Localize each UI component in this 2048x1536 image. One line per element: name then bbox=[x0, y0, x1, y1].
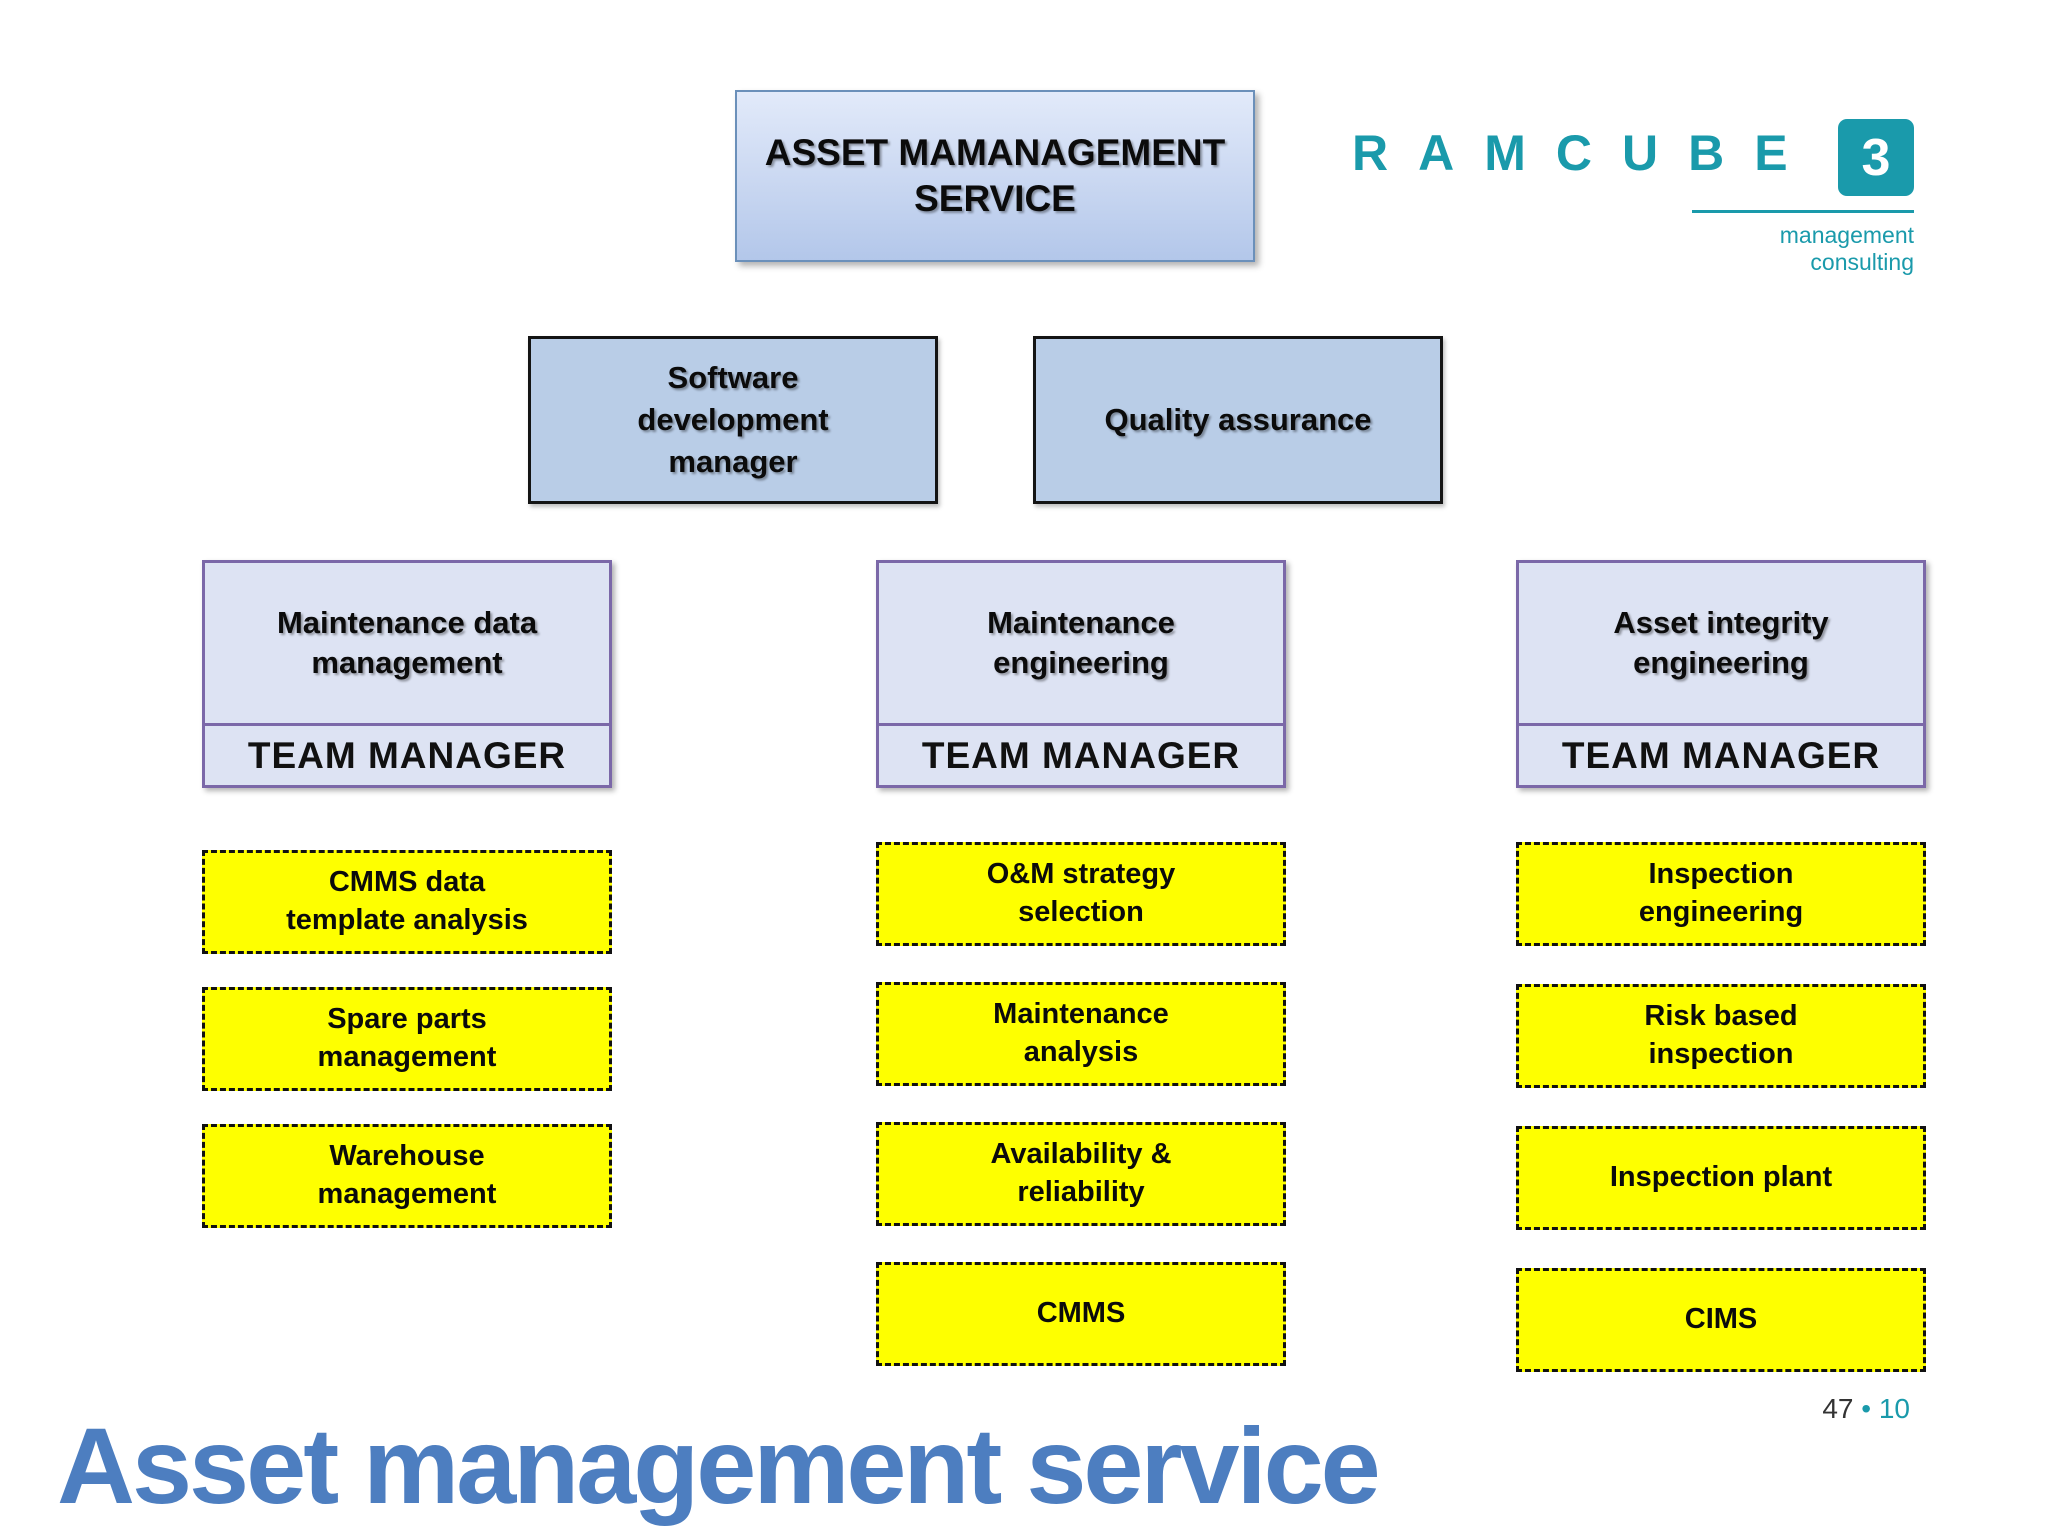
task-box: Maintenance analysis bbox=[876, 982, 1286, 1086]
ramcube-cube-icon: 3 bbox=[1838, 119, 1914, 196]
root-box-label: ASSET MAMANAGEMENT SERVICE bbox=[764, 131, 1226, 219]
task-column-maintenance-engineering: O&M strategy selection Maintenance analy… bbox=[876, 842, 1286, 1366]
page-number-right: 10 bbox=[1878, 1393, 1910, 1424]
page-number: 47 • 10 bbox=[1770, 1393, 1910, 1425]
team-title: Maintenance data management bbox=[276, 604, 538, 680]
root-box-asset-management-service: ASSET MAMANAGEMENT SERVICE bbox=[735, 90, 1255, 262]
task-box: CIMS bbox=[1516, 1268, 1926, 1372]
ramcube-wordmark: RAMCUBE bbox=[1352, 125, 1818, 181]
page-number-separator: • bbox=[1861, 1393, 1872, 1424]
task-column-maintenance-data-management: CMMS data template analysis Spare parts … bbox=[202, 850, 612, 1228]
slide-footer-title: Asset management service bbox=[57, 1405, 1381, 1526]
task-box: CMMS data template analysis bbox=[202, 850, 612, 954]
team-box-maintenance-data-management: Maintenance data management TEAM MANAGER bbox=[202, 560, 612, 788]
task-column-asset-integrity-engineering: Inspection engineering Risk based inspec… bbox=[1516, 842, 1926, 1372]
manager-box-label: Quality assurance bbox=[1104, 402, 1372, 438]
task-box: Inspection plant bbox=[1516, 1126, 1926, 1230]
task-box: O&M strategy selection bbox=[876, 842, 1286, 946]
task-box: Risk based inspection bbox=[1516, 984, 1926, 1088]
team-box-maintenance-engineering: Maintenance engineering TEAM MANAGER bbox=[876, 560, 1286, 788]
cube-digit: 3 bbox=[1861, 128, 1891, 187]
task-box: Inspection engineering bbox=[1516, 842, 1926, 946]
task-box: Availability & reliability bbox=[876, 1122, 1286, 1226]
team-box-asset-integrity-engineering: Asset integrity engineering TEAM MANAGER bbox=[1516, 560, 1926, 788]
team-title: Maintenance engineering bbox=[987, 604, 1175, 680]
manager-box-label: Software development manager bbox=[637, 360, 829, 479]
team-role-strip: TEAM MANAGER bbox=[205, 723, 609, 785]
task-box: Warehouse management bbox=[202, 1124, 612, 1228]
page-number-left: 47 bbox=[1822, 1393, 1854, 1424]
manager-box-quality-assurance: Quality assurance bbox=[1033, 336, 1443, 504]
team-title: Asset integrity engineering bbox=[1613, 604, 1829, 680]
task-box: Spare parts management bbox=[202, 987, 612, 1091]
team-role-strip: TEAM MANAGER bbox=[879, 723, 1283, 785]
manager-box-software-development: Software development manager bbox=[528, 336, 938, 504]
team-role-strip: TEAM MANAGER bbox=[1519, 723, 1923, 785]
task-box: CMMS bbox=[876, 1262, 1286, 1366]
logo-tagline: management consulting bbox=[1779, 222, 1914, 275]
logo-divider-line bbox=[1692, 210, 1914, 213]
